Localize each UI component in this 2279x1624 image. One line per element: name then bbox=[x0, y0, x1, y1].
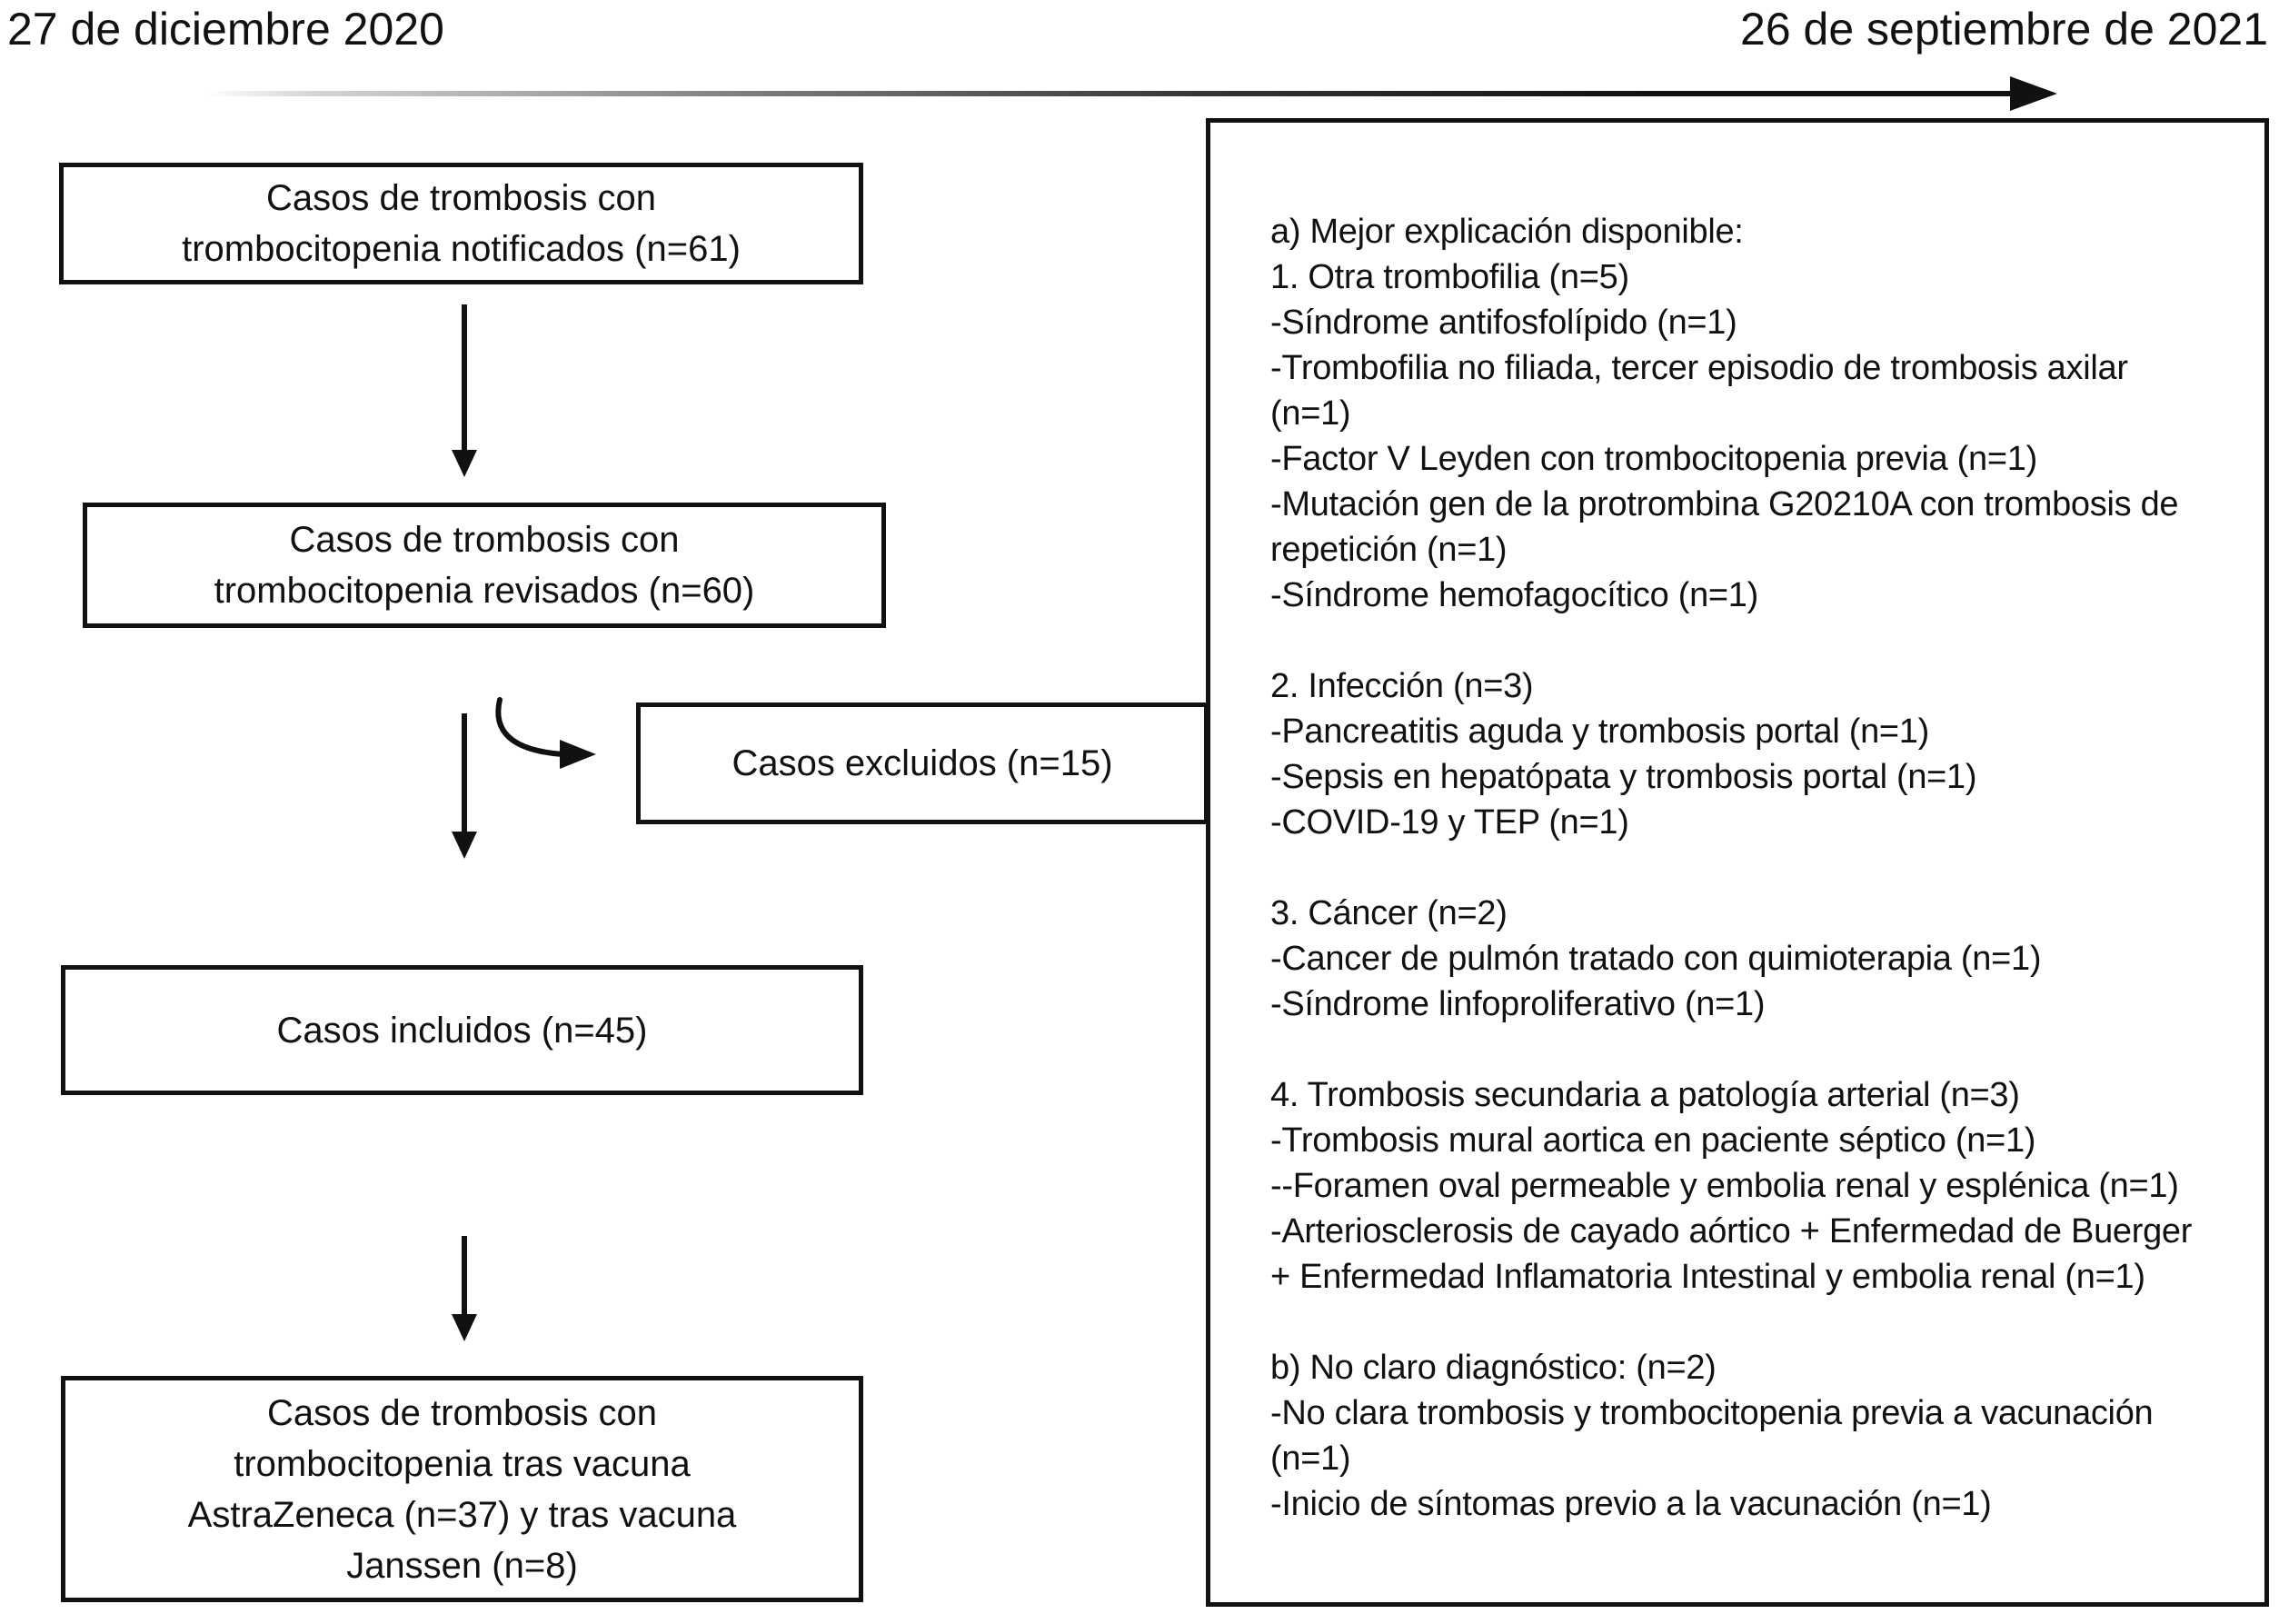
box-included-cases-label: Casos incluidos (n=45) bbox=[276, 1010, 648, 1051]
down-arrow-1 bbox=[452, 304, 477, 477]
down-arrow-3-shaft bbox=[462, 1236, 467, 1316]
box-notified-cases: Casos de trombosis con trombocitopenia n… bbox=[59, 163, 863, 284]
down-arrow-2-head-icon bbox=[452, 832, 477, 859]
exclusion-details-text: a) Mejor explicación disponible: 1. Otra… bbox=[1270, 213, 2193, 1523]
box-included-cases: Casos incluidos (n=45) bbox=[61, 965, 863, 1095]
box-excluded-cases: Casos excluidos (n=15) bbox=[636, 702, 1209, 824]
timeline-arrowhead-icon bbox=[2010, 76, 2057, 111]
exclusion-details-box: a) Mejor explicación disponible: 1. Otra… bbox=[1206, 118, 2269, 1607]
timeline-end-date: 26 de septiembre de 2021 bbox=[1740, 4, 2268, 55]
box-excluded-cases-label: Casos excluidos (n=15) bbox=[731, 743, 1113, 783]
box-notified-cases-label: Casos de trombosis con trombocitopenia n… bbox=[182, 178, 741, 269]
down-arrow-2-shaft bbox=[462, 713, 467, 833]
curved-exclusion-arrow-icon bbox=[495, 697, 596, 769]
box-reviewed-cases: Casos de trombosis con trombocitopenia r… bbox=[83, 503, 886, 628]
down-arrow-1-head-icon bbox=[452, 450, 477, 477]
down-arrow-2 bbox=[452, 713, 477, 863]
down-arrow-3 bbox=[452, 1236, 477, 1347]
down-arrow-1-shaft bbox=[462, 304, 467, 452]
timeline-start-date: 27 de diciembre 2020 bbox=[7, 4, 444, 55]
timeline-arrow bbox=[204, 91, 2029, 96]
down-arrow-3-head-icon bbox=[452, 1314, 477, 1341]
box-final-cases-label: Casos de trombosis con trombocitopenia t… bbox=[187, 1392, 737, 1586]
box-reviewed-cases-label: Casos de trombosis con trombocitopenia r… bbox=[214, 520, 755, 611]
box-final-cases: Casos de trombosis con trombocitopenia t… bbox=[61, 1376, 863, 1602]
